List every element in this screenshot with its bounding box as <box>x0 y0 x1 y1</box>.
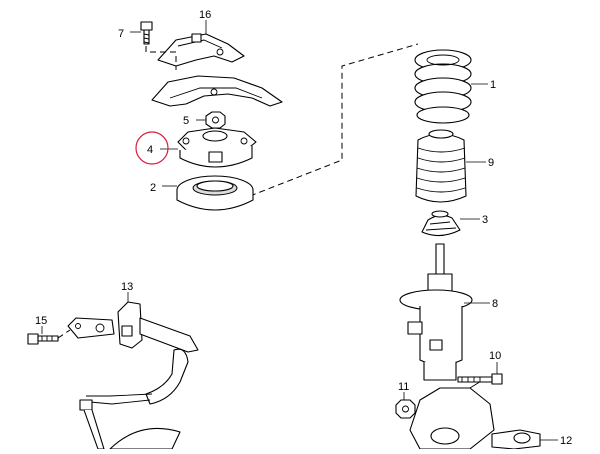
part-10-bolt[interactable] <box>457 373 503 385</box>
callout-15[interactable]: 15 <box>35 315 47 327</box>
callout-1[interactable]: 1 <box>490 79 496 91</box>
callout-12[interactable]: 12 <box>560 435 572 447</box>
assembly-outline <box>237 43 419 201</box>
callout-7[interactable]: 7 <box>118 28 124 40</box>
part-7-bolt[interactable] <box>140 21 177 70</box>
callout-10[interactable]: 10 <box>489 350 501 362</box>
callout-3[interactable]: 3 <box>482 214 488 226</box>
part-9-protective-boot[interactable] <box>415 129 467 203</box>
part-2-bearing[interactable] <box>176 175 254 211</box>
splash-shield[interactable] <box>151 75 283 107</box>
callout-4[interactable]: 4 <box>147 144 153 156</box>
highlight-ring <box>135 131 169 165</box>
callout-9[interactable]: 9 <box>488 157 494 169</box>
callout-16[interactable]: 16 <box>199 9 211 21</box>
part-4-strut-mount[interactable] <box>177 127 257 168</box>
callout-11[interactable]: 11 <box>398 381 409 393</box>
part-3-bump-stop[interactable] <box>421 210 461 237</box>
part-11-nut[interactable] <box>395 399 416 419</box>
callout-labels: 16 7 5 4 2 1 9 3 8 10 11 12 13 15 <box>35 9 572 447</box>
callout-13[interactable]: 13 <box>121 281 133 293</box>
part-5-nut[interactable] <box>205 111 226 129</box>
steering-knuckle[interactable] <box>409 377 501 450</box>
callout-8[interactable]: 8 <box>492 298 498 310</box>
part-15-bolt[interactable] <box>27 329 71 345</box>
part-16-cover-plate[interactable] <box>157 33 245 67</box>
callout-2[interactable]: 2 <box>150 182 156 194</box>
part-12-control-arm[interactable] <box>491 429 541 450</box>
part-1-coil-spring[interactable] <box>414 49 472 124</box>
part-8-shock-absorber[interactable] <box>399 243 473 381</box>
callout-5[interactable]: 5 <box>183 115 189 127</box>
leader-lines <box>41 20 558 441</box>
part-13-level-sensor[interactable] <box>67 301 199 450</box>
